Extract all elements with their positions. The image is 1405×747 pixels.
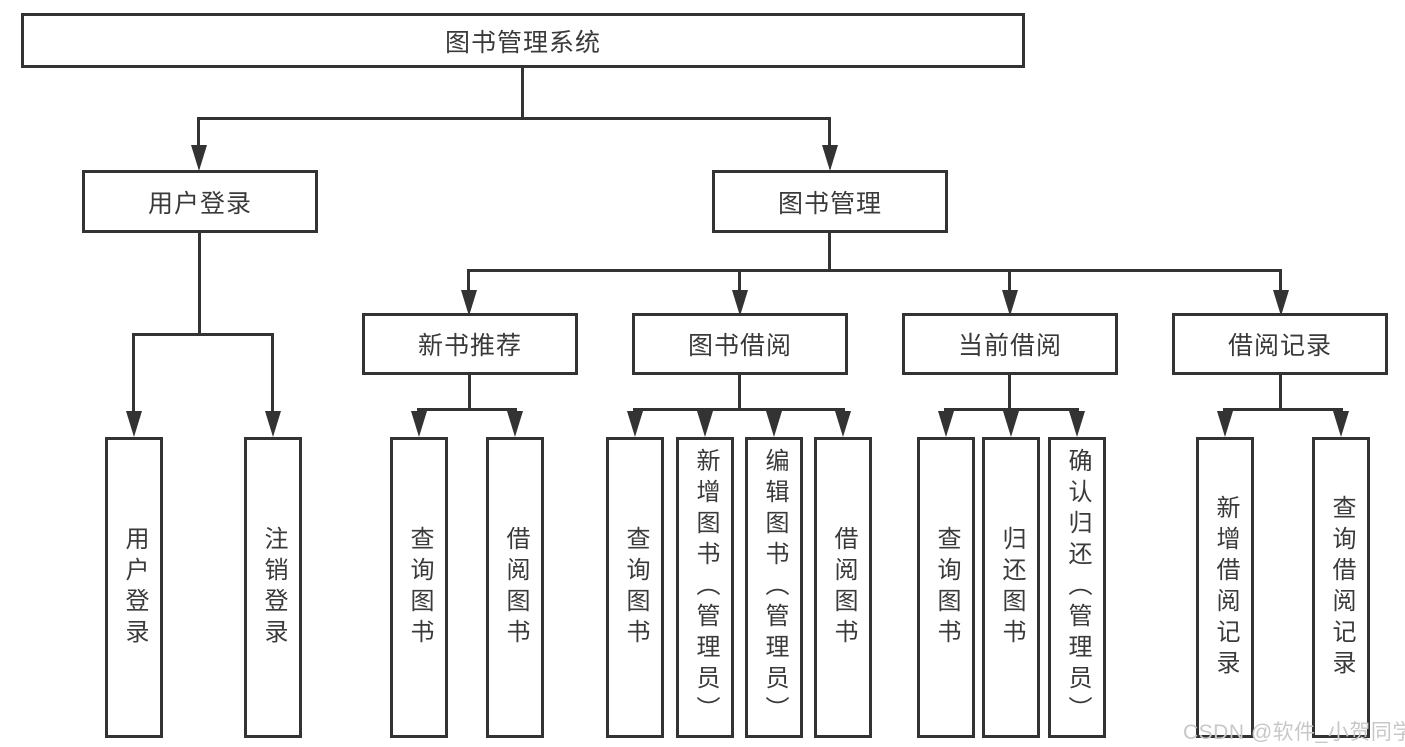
leaf-confirm-return-admin: 确认归还（管理员）: [1048, 437, 1106, 738]
arrow-to-borrowing-records: [1273, 290, 1289, 316]
connector-drop-current-borrowing: [1008, 269, 1011, 292]
connector-new-book-recommend-stem: [468, 375, 471, 410]
connector-borrowing-records-bus: [1223, 408, 1343, 411]
connector-drop-leaf-logout: [271, 333, 274, 413]
watermark: CSDN @软件_小贺同学: [1183, 721, 1405, 744]
leaf-label: 归还图书: [998, 525, 1025, 650]
leaf-label: 用户登录: [121, 525, 148, 650]
arrow-to-return-books: [1003, 411, 1019, 437]
node-label: 图书管理: [777, 189, 882, 218]
node-user-login: 用户登录: [82, 170, 318, 233]
connector-root-stem: [521, 66, 524, 120]
leaf-borrow-books-2: 借阅图书: [814, 437, 872, 738]
arrow-to-book-management: [822, 145, 838, 171]
node-borrowing-records: 借阅记录: [1172, 313, 1388, 375]
connector-drop-new-book-recommend: [467, 269, 470, 292]
leaf-label: 查询借阅记录: [1328, 494, 1355, 681]
arrow-to-new-book-recommend: [461, 290, 477, 316]
node-new-book-recommend: 新书推荐: [362, 313, 578, 375]
arrow-to-current-borrowing: [1002, 290, 1018, 316]
arrow-to-add-book-admin: [697, 411, 713, 437]
leaf-add-book-admin: 新增图书（管理员）: [676, 437, 734, 738]
node-label: 图书借阅: [687, 332, 792, 360]
leaf-label: 注销登录: [260, 525, 287, 650]
leaf-query-borrow-record: 查询借阅记录: [1312, 437, 1370, 738]
leaf-query-books-2: 查询图书: [606, 437, 664, 738]
connector-current-borrowing-bus: [944, 408, 1079, 411]
leaf-label: 查询图书: [406, 525, 433, 650]
leaf-edit-book-admin: 编辑图书（管理员）: [745, 437, 803, 738]
connector-user-login-bus: [132, 333, 274, 336]
node-label: 新书推荐: [417, 332, 522, 360]
arrow-to-confirm-return-admin: [1069, 411, 1085, 437]
node-label: 借阅记录: [1227, 332, 1332, 360]
arrow-to-book-borrowing: [732, 290, 748, 316]
arrow-to-add-borrow-record: [1217, 411, 1233, 437]
connector-current-borrowing-stem: [1008, 375, 1011, 410]
leaf-user-login: 用户登录: [105, 437, 163, 738]
arrow-to-borrow-books-2: [835, 411, 851, 437]
arrow-to-user-login: [191, 145, 207, 171]
connector-drop-leaf-user-login: [132, 333, 135, 413]
node-label: 当前借阅: [957, 332, 1062, 360]
leaf-borrow-books-1: 借阅图书: [486, 437, 544, 738]
node-current-borrowing: 当前借阅: [902, 313, 1118, 375]
leaf-label: 新增借阅记录: [1212, 494, 1239, 681]
node-book-management: 图书管理: [712, 170, 948, 233]
arrow-to-query-books-1: [411, 411, 427, 437]
leaf-add-borrow-record: 新增借阅记录: [1196, 437, 1254, 738]
arrow-to-edit-book-admin: [766, 411, 782, 437]
connector-book-borrowing-bus: [633, 408, 845, 411]
leaf-label: 借阅图书: [830, 525, 857, 650]
connector-book-borrowing-stem: [738, 375, 741, 410]
leaf-label: 查询图书: [622, 525, 649, 650]
leaf-query-books-3: 查询图书: [917, 437, 975, 738]
connector-borrowing-records-stem: [1279, 375, 1282, 410]
connector-drop-borrowing-records: [1279, 269, 1282, 292]
connector-user-login-stem: [198, 233, 201, 335]
leaf-logout: 注销登录: [244, 437, 302, 738]
connector-drop-user-login: [197, 117, 200, 147]
leaf-label: 查询图书: [933, 525, 960, 650]
leaf-return-books: 归还图书: [982, 437, 1040, 738]
node-library-management-system: 图书管理系统: [21, 13, 1025, 68]
connector-drop-book-borrowing: [738, 269, 741, 292]
arrow-to-query-books-3: [938, 411, 954, 437]
leaf-query-books-1: 查询图书: [390, 437, 448, 738]
node-label: 用户登录: [147, 189, 252, 218]
connector-new-book-recommend-bus: [417, 408, 517, 411]
arrow-to-query-books-2: [627, 411, 643, 437]
arrow-to-borrow-books-1: [507, 411, 523, 437]
leaf-label: 确认归还（管理员）: [1064, 448, 1091, 727]
connector-drop-book-management: [828, 117, 831, 147]
arrow-to-leaf-logout: [265, 411, 281, 437]
arrow-to-query-borrow-record: [1333, 411, 1349, 437]
leaf-label: 编辑图书（管理员）: [761, 448, 788, 727]
node-label: 图书管理系统: [444, 28, 601, 57]
connector-level2-bus: [197, 117, 831, 120]
leaf-label: 借阅图书: [502, 525, 529, 650]
leaf-label: 新增图书（管理员）: [692, 448, 719, 727]
connector-book-management-stem: [828, 233, 831, 271]
node-book-borrowing: 图书借阅: [632, 313, 848, 375]
arrow-to-leaf-user-login: [126, 411, 142, 437]
connector-level3-bus: [468, 269, 1282, 272]
